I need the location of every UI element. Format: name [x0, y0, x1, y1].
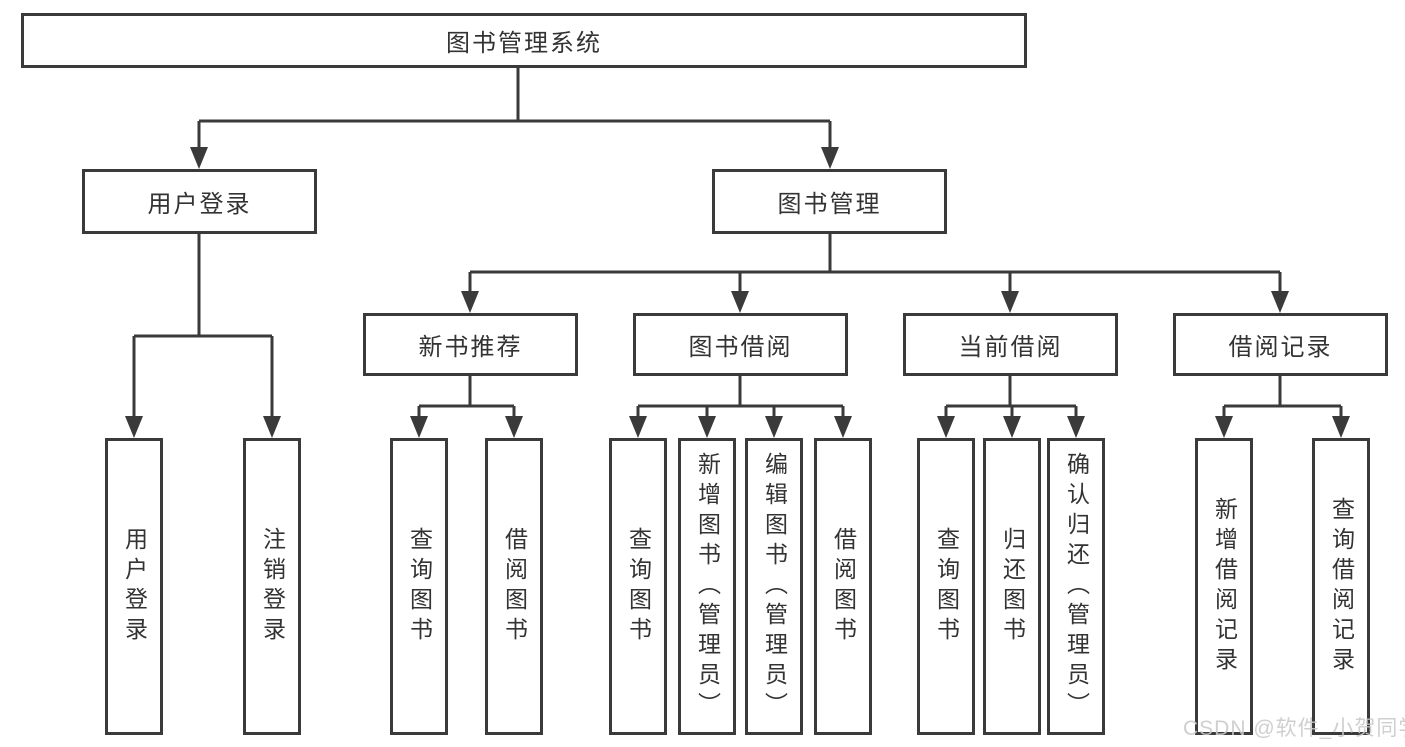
leaf-records-add-record: 新增借阅记录 [1195, 438, 1253, 735]
node-borrowing-records: 借阅记录 [1173, 313, 1388, 376]
node-current-borrowing: 当前借阅 [903, 313, 1118, 376]
leaf-user-login: 用户登录 [105, 438, 163, 735]
csdn-watermark: CSDN @软件_小贺同学 [1183, 717, 1405, 740]
leaf-recommend-borrow-books: 借阅图书 [485, 438, 543, 735]
leaf-borrowing-query-books: 查询图书 [609, 438, 667, 735]
leaf-recommend-query-books: 查询图书 [390, 438, 448, 735]
node-user-login: 用户登录 [82, 169, 317, 234]
arrowheads [125, 147, 1350, 438]
node-root-system: 图书管理系统 [21, 13, 1027, 68]
leaf-borrowing-edit-books-admin: 编辑图书（管理员） [745, 438, 803, 735]
node-book-borrowing: 图书借阅 [633, 313, 848, 376]
leaf-borrowing-add-books-admin: 新增图书（管理员） [678, 438, 736, 735]
leaf-logout: 注销登录 [243, 438, 301, 735]
leaf-records-query-record: 查询借阅记录 [1312, 438, 1370, 735]
leaf-current-return-books: 归还图书 [983, 438, 1041, 735]
connector-paths [132, 68, 1343, 418]
leaf-current-confirm-return-admin: 确认归还（管理员） [1047, 438, 1105, 735]
node-book-management: 图书管理 [712, 169, 947, 234]
node-new-book-recommend: 新书推荐 [363, 313, 578, 376]
leaf-current-query-books: 查询图书 [917, 438, 975, 735]
leaf-borrowing-borrow-books: 借阅图书 [814, 438, 872, 735]
